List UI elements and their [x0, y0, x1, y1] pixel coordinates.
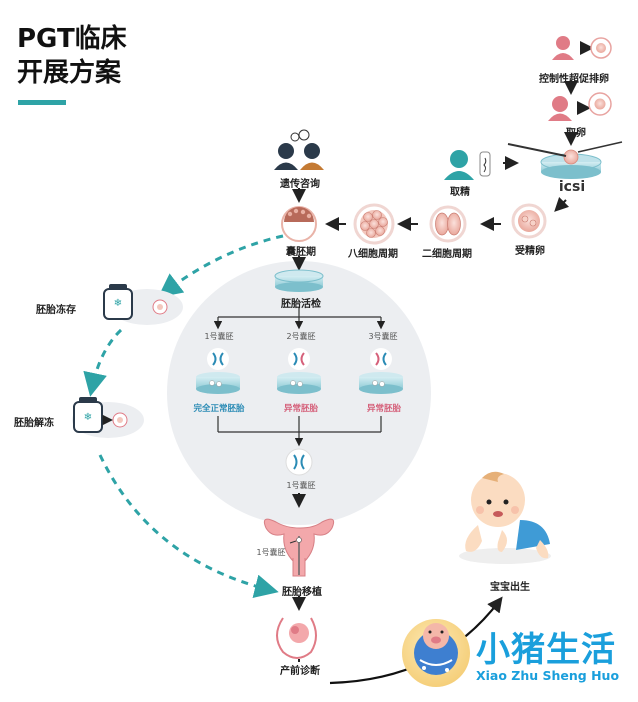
label-icsi: icsi — [558, 179, 586, 195]
two-cell-icon — [429, 205, 467, 243]
biopsy-dish-icon — [274, 269, 324, 292]
uterus-icon — [263, 518, 335, 577]
man-icon — [444, 150, 519, 180]
embryo-1-result: 完全正常胚胎 — [193, 404, 245, 414]
title-underline — [18, 100, 66, 105]
watermark-cn: 小猪生活 — [476, 630, 616, 670]
embryo-1-graphic — [196, 348, 240, 394]
selected-embryo-icon — [285, 448, 313, 476]
page-title: PGT临床 开展方案 — [17, 22, 127, 90]
fertilized-egg-icon — [511, 203, 547, 239]
woman-icon-retrieval — [548, 92, 612, 121]
title-line-2: 开展方案 — [17, 58, 122, 88]
embryo-2-name: 2号囊胚 — [286, 332, 316, 341]
embryo-2-result: 异常胚胎 — [283, 404, 319, 414]
embryo-3-result: 异常胚胎 — [366, 404, 402, 414]
embryo-3-graphic — [359, 348, 403, 394]
embryo-3-name: 3号囊胚 — [368, 332, 398, 341]
watermark-en: Xiao Zhu Sheng Huo — [476, 668, 620, 683]
label-fertilized-egg: 受精卵 — [515, 246, 545, 257]
label-egg-retrieval: 取卵 — [566, 128, 586, 139]
couple-icon — [274, 129, 324, 170]
uterus-embryo-label: 1号囊胚 — [256, 548, 286, 557]
title-line-1: PGT临床 — [17, 24, 127, 54]
embryo-2-graphic — [277, 348, 321, 394]
label-prenatal-diagnosis: 产前诊断 — [280, 666, 320, 677]
label-embryo-thawing: 胚胎解冻 — [14, 418, 54, 429]
svg-text:❄: ❄ — [84, 412, 92, 423]
label-eight-cell: 八细胞周期 — [348, 249, 398, 260]
label-embryo-freezing: 胚胎冻存 — [36, 305, 76, 316]
label-two-cell: 二细胞周期 — [422, 249, 472, 260]
woman-icon-top — [552, 36, 612, 60]
freezer-tank-thawing: ❄ — [72, 397, 144, 438]
label-embryo-transfer: 胚胎移植 — [282, 587, 322, 598]
label-embryo-biopsy: 胚胎活检 — [281, 299, 321, 310]
blastocyst-icon — [281, 206, 317, 242]
label-genetic-counseling: 遗传咨询 — [280, 179, 320, 190]
arrow-to-thawing — [83, 328, 123, 397]
selected-embryo-label: 1号囊胚 — [286, 481, 316, 490]
baby-icon — [459, 471, 551, 564]
embryo-1-name: 1号囊胚 — [204, 332, 234, 341]
label-controlled-stimulation: 控制性超促排卵 — [539, 74, 609, 85]
label-blastocyst: 囊胚期 — [286, 247, 316, 258]
icsi-dish-icon — [507, 141, 623, 179]
svg-text:❄: ❄ — [114, 298, 122, 309]
fetus-icon — [276, 617, 317, 659]
arrow-to-freezing — [157, 234, 284, 298]
arrow-to-transfer — [98, 454, 279, 598]
pig-logo-icon — [402, 619, 470, 687]
eight-cell-icon — [353, 203, 395, 245]
freezer-tank-freezing: ❄ — [103, 284, 183, 325]
label-baby-born: 宝宝出生 — [490, 582, 530, 593]
label-sperm-retrieval: 取精 — [450, 187, 470, 198]
